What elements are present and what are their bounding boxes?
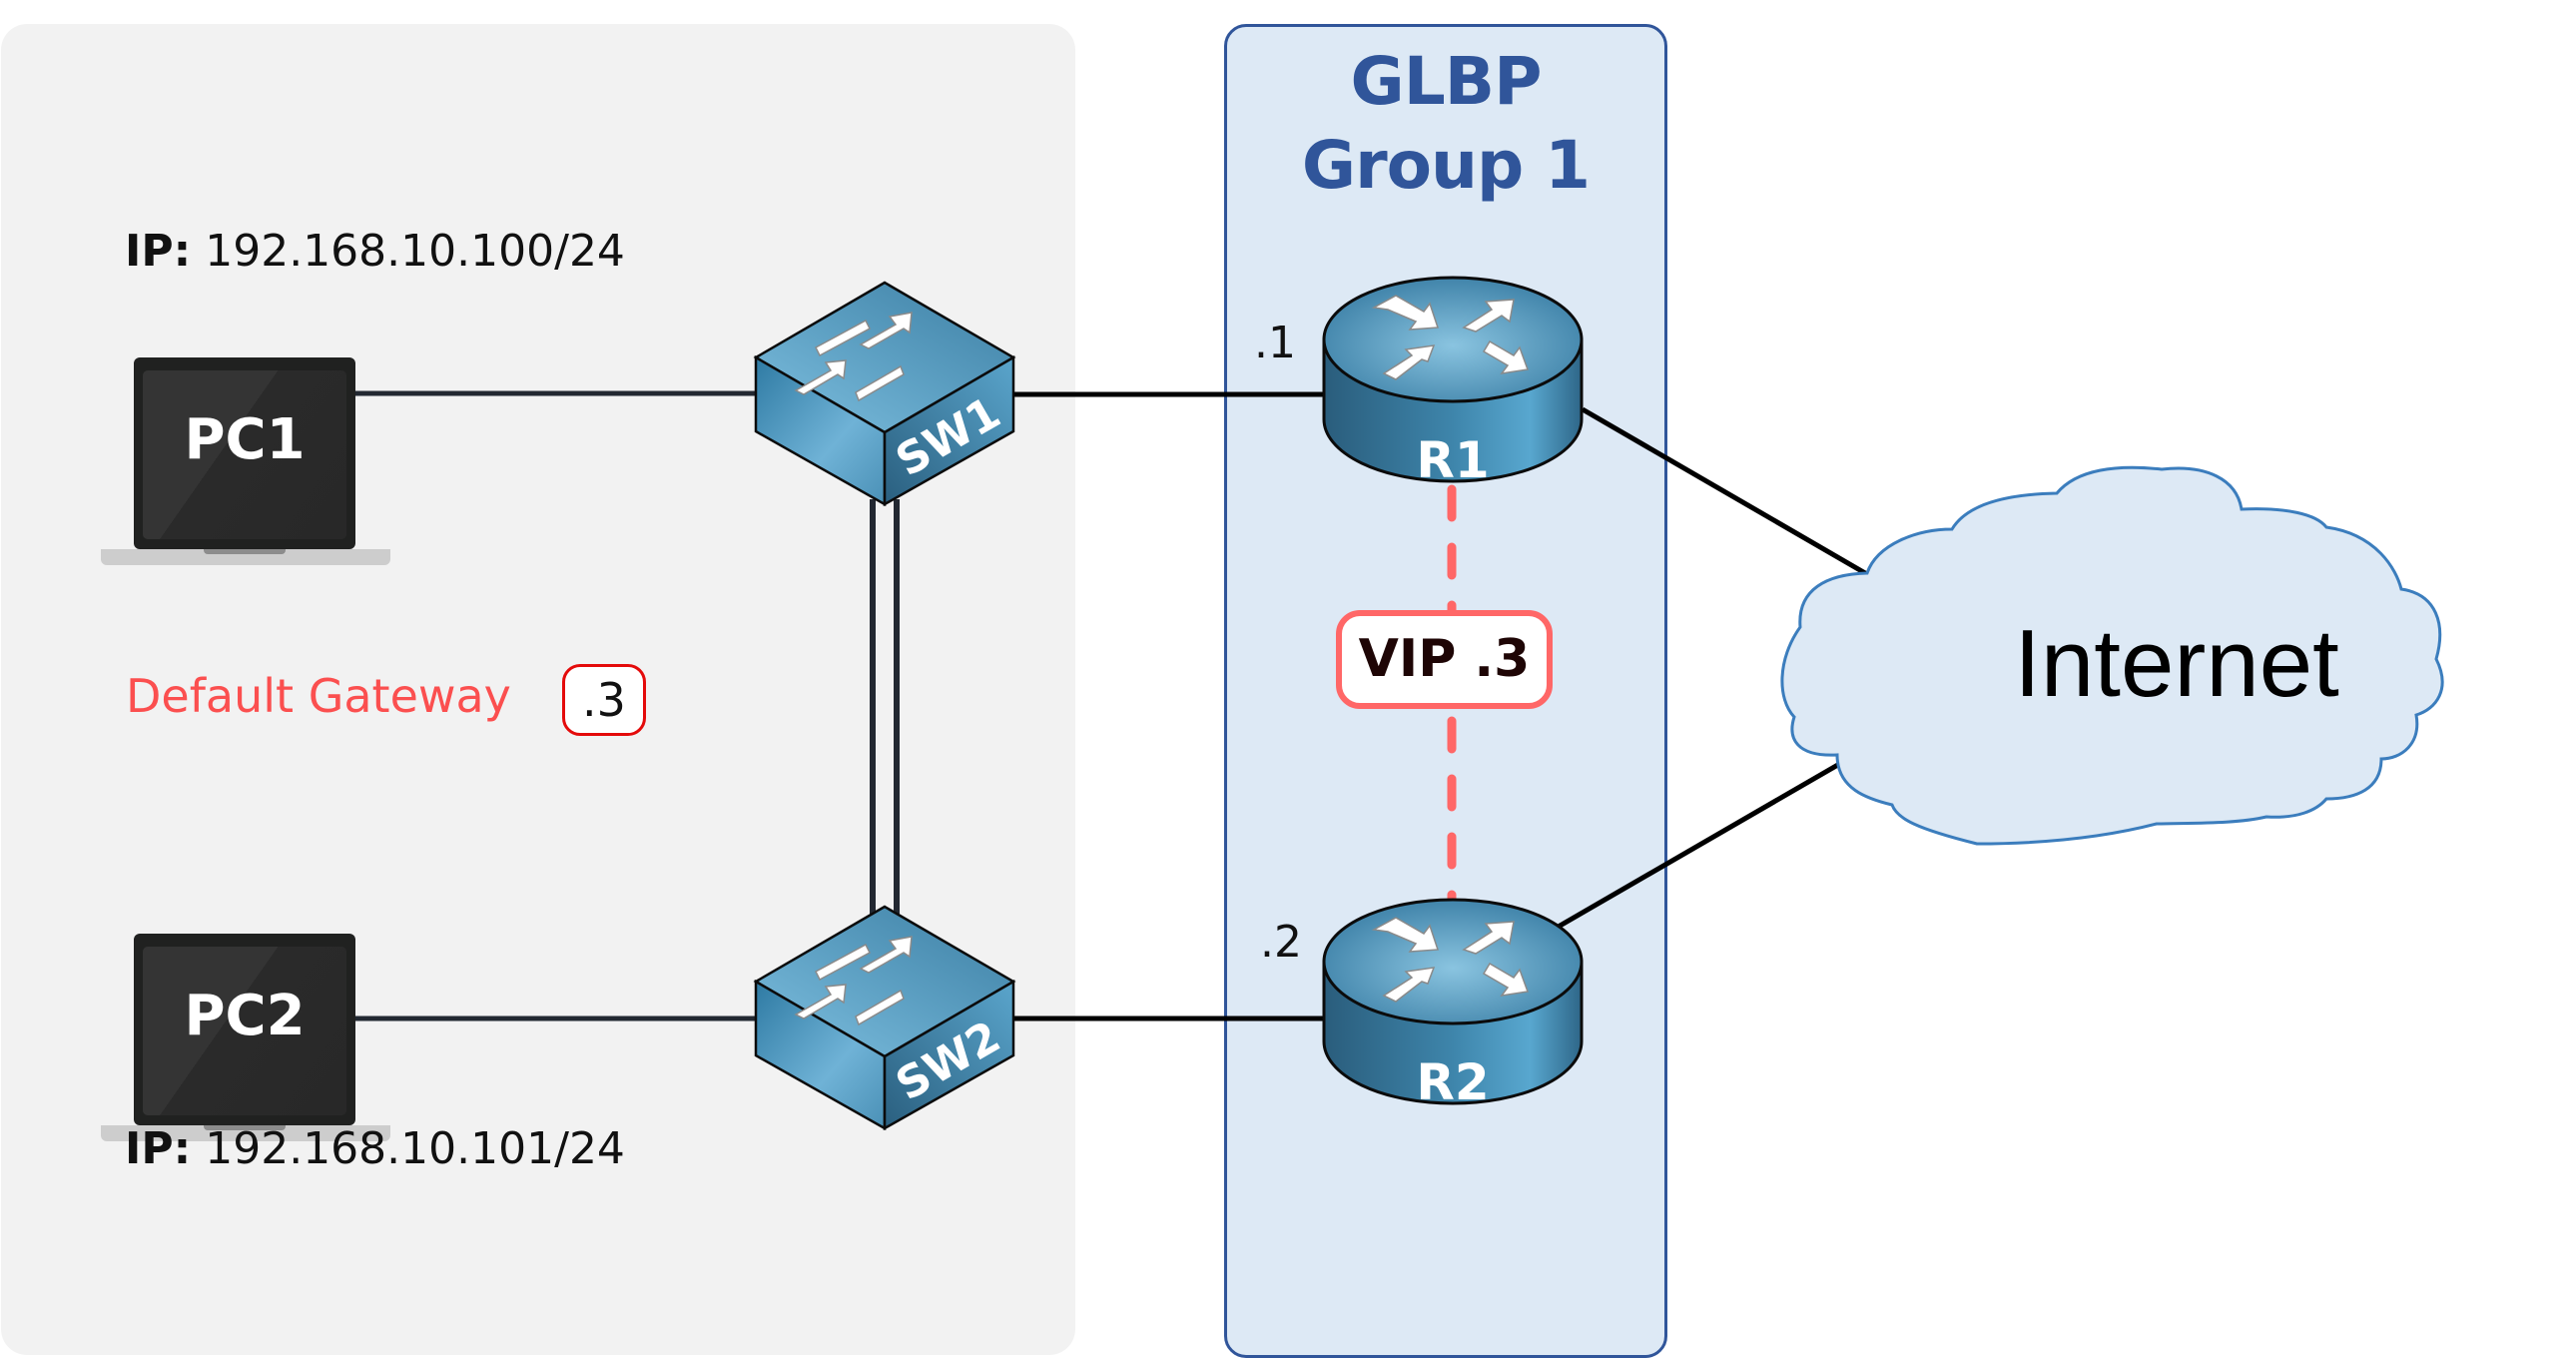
laptop-icon: PC2 bbox=[134, 934, 355, 1125]
glbp-title-line2: Group 1 bbox=[1301, 127, 1591, 204]
link-r2-internet bbox=[1548, 752, 1857, 935]
switch-sw2[interactable]: SW2 bbox=[753, 905, 1016, 1131]
internet-label: Internet bbox=[2014, 610, 2339, 717]
host-pc2[interactable]: PC2 bbox=[101, 934, 390, 1143]
router-r2[interactable]: R2 bbox=[1322, 898, 1584, 1111]
router-r1[interactable]: R1 bbox=[1322, 276, 1584, 489]
switch-arrows-icon bbox=[794, 312, 913, 402]
r2-interface-label: .2 bbox=[1260, 917, 1302, 968]
switch-arrows-icon bbox=[794, 936, 913, 1026]
pc2-ip-value: 192.168.10.101/24 bbox=[205, 1123, 625, 1174]
link-r1-internet bbox=[1581, 406, 1874, 580]
internet-cloud-icon[interactable] bbox=[1780, 465, 2444, 846]
switch-sw1[interactable]: SW1 bbox=[753, 281, 1016, 507]
glbp-title-line1: GLBP bbox=[1350, 43, 1543, 120]
host-pc2-label: PC2 bbox=[184, 984, 306, 1048]
router-r1-label: R1 bbox=[1416, 431, 1489, 489]
pc2-ip-label: IP: 192.168.10.101/24 bbox=[125, 1123, 625, 1174]
host-pc1-label: PC1 bbox=[184, 407, 306, 472]
pc1-ip-value: 192.168.10.100/24 bbox=[205, 226, 625, 277]
pc1-ip-label: IP: 192.168.10.100/24 bbox=[125, 226, 625, 277]
pc1-ip-key: IP: bbox=[125, 226, 192, 277]
glbp-group-title: GLBP Group 1 bbox=[1224, 40, 1667, 208]
router-r2-label: R2 bbox=[1416, 1053, 1489, 1111]
router-arrows-icon bbox=[1371, 295, 1530, 380]
host-pc1[interactable]: PC1 bbox=[101, 357, 390, 567]
default-gateway-label: Default Gateway bbox=[126, 669, 511, 723]
default-gateway-badge: .3 bbox=[562, 664, 646, 736]
pc2-ip-key: IP: bbox=[125, 1123, 192, 1174]
laptop-icon: PC1 bbox=[134, 357, 355, 549]
virtual-ip-badge: VIP .3 bbox=[1336, 610, 1553, 709]
r1-interface-label: .1 bbox=[1254, 318, 1296, 368]
router-arrows-icon bbox=[1371, 917, 1530, 1003]
